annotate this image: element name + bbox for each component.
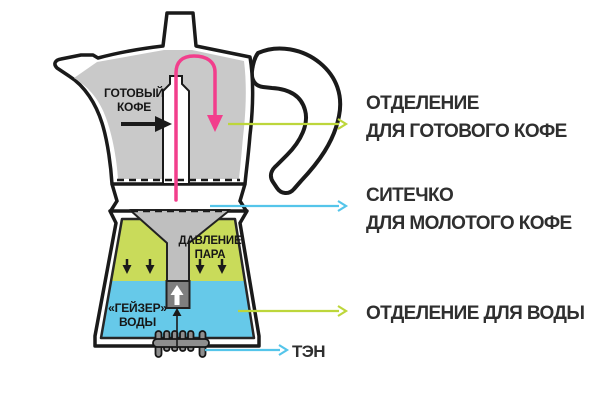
heating-coil [152, 330, 210, 358]
callout-line-heater [205, 344, 290, 356]
coffee-flow-arrowhead [207, 115, 223, 132]
label-ready-coffee: ГОТОВЫЙ КОФЕ [104, 86, 164, 114]
callout-ready-coffee-compartment: ОТДЕЛЕНИЕ ДЛЯ ГОТОВОГО КОФЕ [366, 90, 567, 146]
steam-pressure-arrows [122, 259, 227, 274]
label-steam-pressure: ДАВЛЕНИЕ ПАРА [178, 235, 242, 261]
coffee-flow-arrow [174, 54, 217, 202]
callout-line-water [238, 305, 349, 317]
callout-line-sieve [210, 200, 349, 212]
callout-heater-line1: ТЭН [292, 342, 326, 361]
callout-sieve-line1: СИТЕЧКО [366, 185, 454, 206]
callout-line-ready-coffee [228, 118, 349, 130]
callout-sieve-line2: ДЛЯ МОЛОТОГО КОФЕ [366, 213, 572, 234]
callout-water-compartment: ОТДЕЛЕНИЕ ДЛЯ ВОДЫ [366, 300, 585, 328]
water-up-arrow-icon [170, 285, 184, 305]
geyser-arrowhead [172, 308, 182, 316]
callout-water-line1: ОТДЕЛЕНИЕ ДЛЯ ВОДЫ [366, 303, 585, 324]
handle-outline [249, 46, 343, 195]
callout-ready-coffee-line1: ОТДЕЛЕНИЕ [366, 93, 479, 114]
label-water-geyser: «ГЕЙЗЕР» ВОДЫ [108, 301, 167, 329]
joint-wall-right [238, 183, 249, 213]
ready-coffee-arrowhead [155, 116, 172, 132]
upper-chamber-coffee-area [74, 50, 246, 179]
callout-ready-coffee-line2: ДЛЯ ГОТОВОГО КОФЕ [366, 121, 567, 142]
callout-heating-element: ТЭН [292, 342, 326, 361]
joint-wall-left [108, 183, 119, 213]
callout-sieve: СИТЕЧКО ДЛЯ МОЛОТОГО КОФЕ [366, 182, 572, 238]
